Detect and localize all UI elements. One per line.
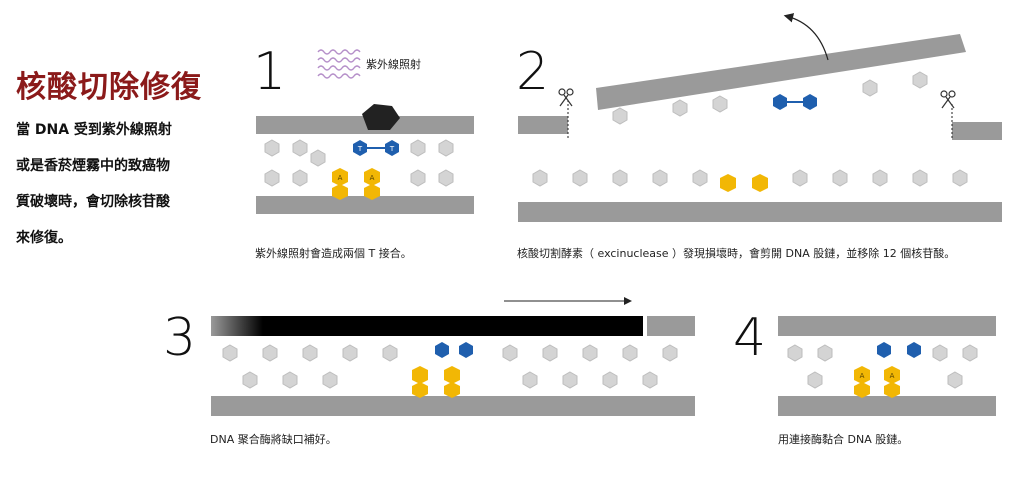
step-1-caption: 紫外線照射會造成兩個 T 接合。 (255, 247, 412, 260)
step-2-caption: 核酸切割酵素（ excinuclease ）發現損壞時，會剪開 DNA 股鏈，並… (517, 247, 956, 260)
description-line: 當 DNA 受到紫外線照射 (16, 122, 172, 138)
base-label-a: A (890, 372, 895, 380)
base-label-t: T (357, 145, 363, 153)
step-number-1: 1 (253, 42, 287, 102)
thymine-pair (435, 342, 473, 358)
removal-arrow (783, 13, 829, 61)
thymine-dimer-lesion (362, 104, 400, 130)
base-pairs (532, 71, 968, 187)
step-3-caption: DNA 聚合酶將缺口補好。 (210, 433, 337, 446)
thymine-dimer (353, 140, 399, 156)
excised-fragment (596, 34, 966, 110)
base-pairs (222, 344, 678, 389)
uv-label: 紫外線照射 (366, 58, 421, 71)
adenine-pair (720, 174, 768, 192)
step-number-4: 4 (733, 308, 767, 368)
panel-2 (518, 13, 1002, 222)
scissors-icon (940, 90, 956, 109)
dna-strand-top (778, 316, 996, 336)
new-dna-strand (211, 316, 643, 336)
dna-strand-top-right (647, 316, 695, 336)
thymine-dimer (773, 94, 817, 110)
description-line: 來修復。 (16, 230, 72, 246)
dna-strand-top-right (952, 122, 1002, 140)
dna-strand-top-left (518, 116, 568, 134)
dna-strand-bottom (778, 396, 996, 416)
step-number-2: 2 (516, 42, 550, 102)
base-pairs (787, 344, 978, 389)
description-line: 質破壞時，會切除核苷酸 (16, 194, 170, 210)
dna-strand-bottom (518, 202, 1002, 222)
adenine-pair (854, 366, 900, 398)
dna-strand-bottom (256, 196, 474, 214)
adenine-pair (332, 168, 380, 200)
base-label-a: A (370, 174, 375, 182)
uv-rays-icon (317, 49, 361, 79)
dna-strand-bottom (211, 396, 695, 416)
description: 當 DNA 受到紫外線照射 或是香菸煙霧中的致癌物 質破壞時，會切除核苷酸 來修… (16, 112, 236, 256)
thymine-pair (877, 342, 921, 358)
panel-1 (256, 49, 474, 214)
dna-strand-top (256, 116, 474, 134)
page-title: 核酸切除修復 (16, 70, 202, 105)
base-label-a: A (860, 372, 865, 380)
base-pairs (264, 139, 454, 187)
step-4-caption: 用連接酶黏合 DNA 股鏈。 (778, 433, 909, 446)
scissors-icon (558, 88, 574, 107)
panel-4 (778, 316, 996, 416)
base-label-a: A (338, 174, 343, 182)
step-number-3: 3 (163, 308, 197, 368)
description-line: 或是香菸煙霧中的致癌物 (16, 158, 170, 174)
base-label-t: T (389, 145, 395, 153)
adenine-pair (412, 366, 460, 398)
panel-3 (211, 297, 695, 416)
